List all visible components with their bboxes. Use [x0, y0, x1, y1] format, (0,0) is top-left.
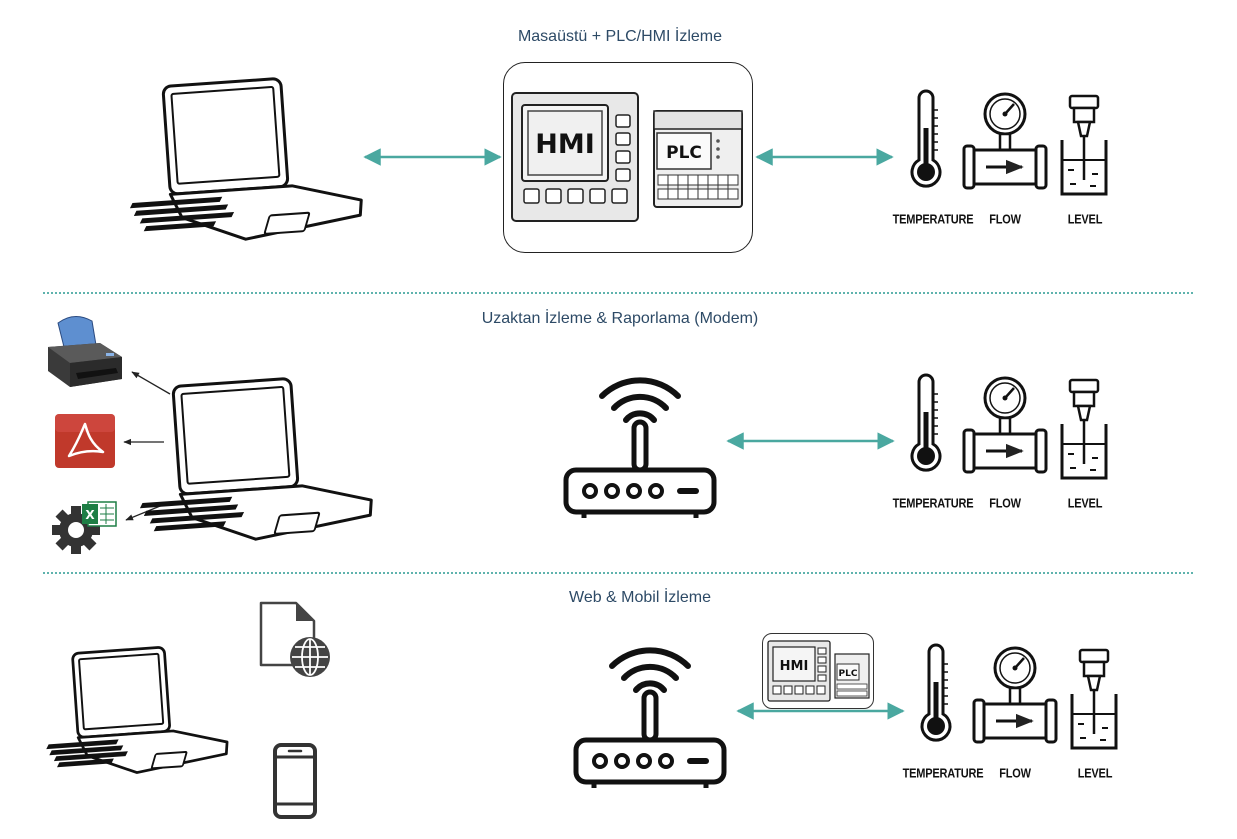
router-icon — [563, 377, 717, 518]
laptop-icon — [139, 377, 373, 541]
svg-text:X: X — [85, 508, 95, 522]
smartphone-icon — [273, 743, 317, 819]
hmi-plc-icon: HMI PLC — [511, 92, 743, 222]
hmi-label: HMI — [535, 129, 595, 160]
level-label: LEVEL — [1077, 767, 1113, 781]
connection-arrow — [755, 148, 894, 166]
level-label: LEVEL — [1067, 497, 1103, 511]
laptop-icon — [46, 646, 229, 774]
level-sensor-icon — [1070, 648, 1118, 750]
connection-arrow — [363, 148, 502, 166]
pdf-icon — [55, 414, 115, 468]
hmi-plc-panel-small: HMI PLC — [762, 633, 874, 709]
flow-label: FLOW — [989, 213, 1021, 227]
temperature-label: TEMPERATURE — [902, 767, 984, 781]
flow-meter-icon — [962, 92, 1048, 190]
hmi-plc-icon: HMI PLC — [767, 640, 870, 702]
thermometer-icon — [910, 89, 942, 188]
connection-arrow — [736, 702, 905, 720]
excel-gear-icon: X — [52, 501, 117, 554]
temperature-label: TEMPERATURE — [892, 497, 974, 511]
hmi-plc-panel: HMI PLC — [503, 62, 753, 253]
section-divider — [43, 292, 1193, 294]
section-3-title: Web & Mobil İzleme — [569, 589, 711, 606]
thermometer-icon — [910, 373, 942, 472]
thermometer-icon — [920, 643, 952, 742]
section-2-title: Uzaktan İzleme & Raporlama (Modem) — [481, 310, 759, 327]
plc-label: PLC — [666, 143, 702, 163]
section-divider — [43, 572, 1193, 574]
flow-meter-icon — [962, 376, 1048, 474]
flow-meter-icon — [972, 646, 1058, 744]
connection-arrow — [726, 432, 895, 450]
hmi-label: HMI — [780, 659, 809, 674]
laptop-icon — [129, 77, 363, 241]
plc-label: PLC — [839, 669, 858, 679]
flow-label: FLOW — [999, 767, 1031, 781]
section-1-title: Masaüstü + PLC/HMI İzleme — [517, 28, 723, 45]
printer-icon — [48, 316, 122, 387]
web-document-icon — [259, 601, 330, 677]
flow-label: FLOW — [989, 497, 1021, 511]
router-icon — [573, 647, 727, 788]
level-sensor-icon — [1060, 94, 1108, 196]
level-label: LEVEL — [1067, 213, 1103, 227]
level-sensor-icon — [1060, 378, 1108, 480]
temperature-label: TEMPERATURE — [892, 213, 974, 227]
